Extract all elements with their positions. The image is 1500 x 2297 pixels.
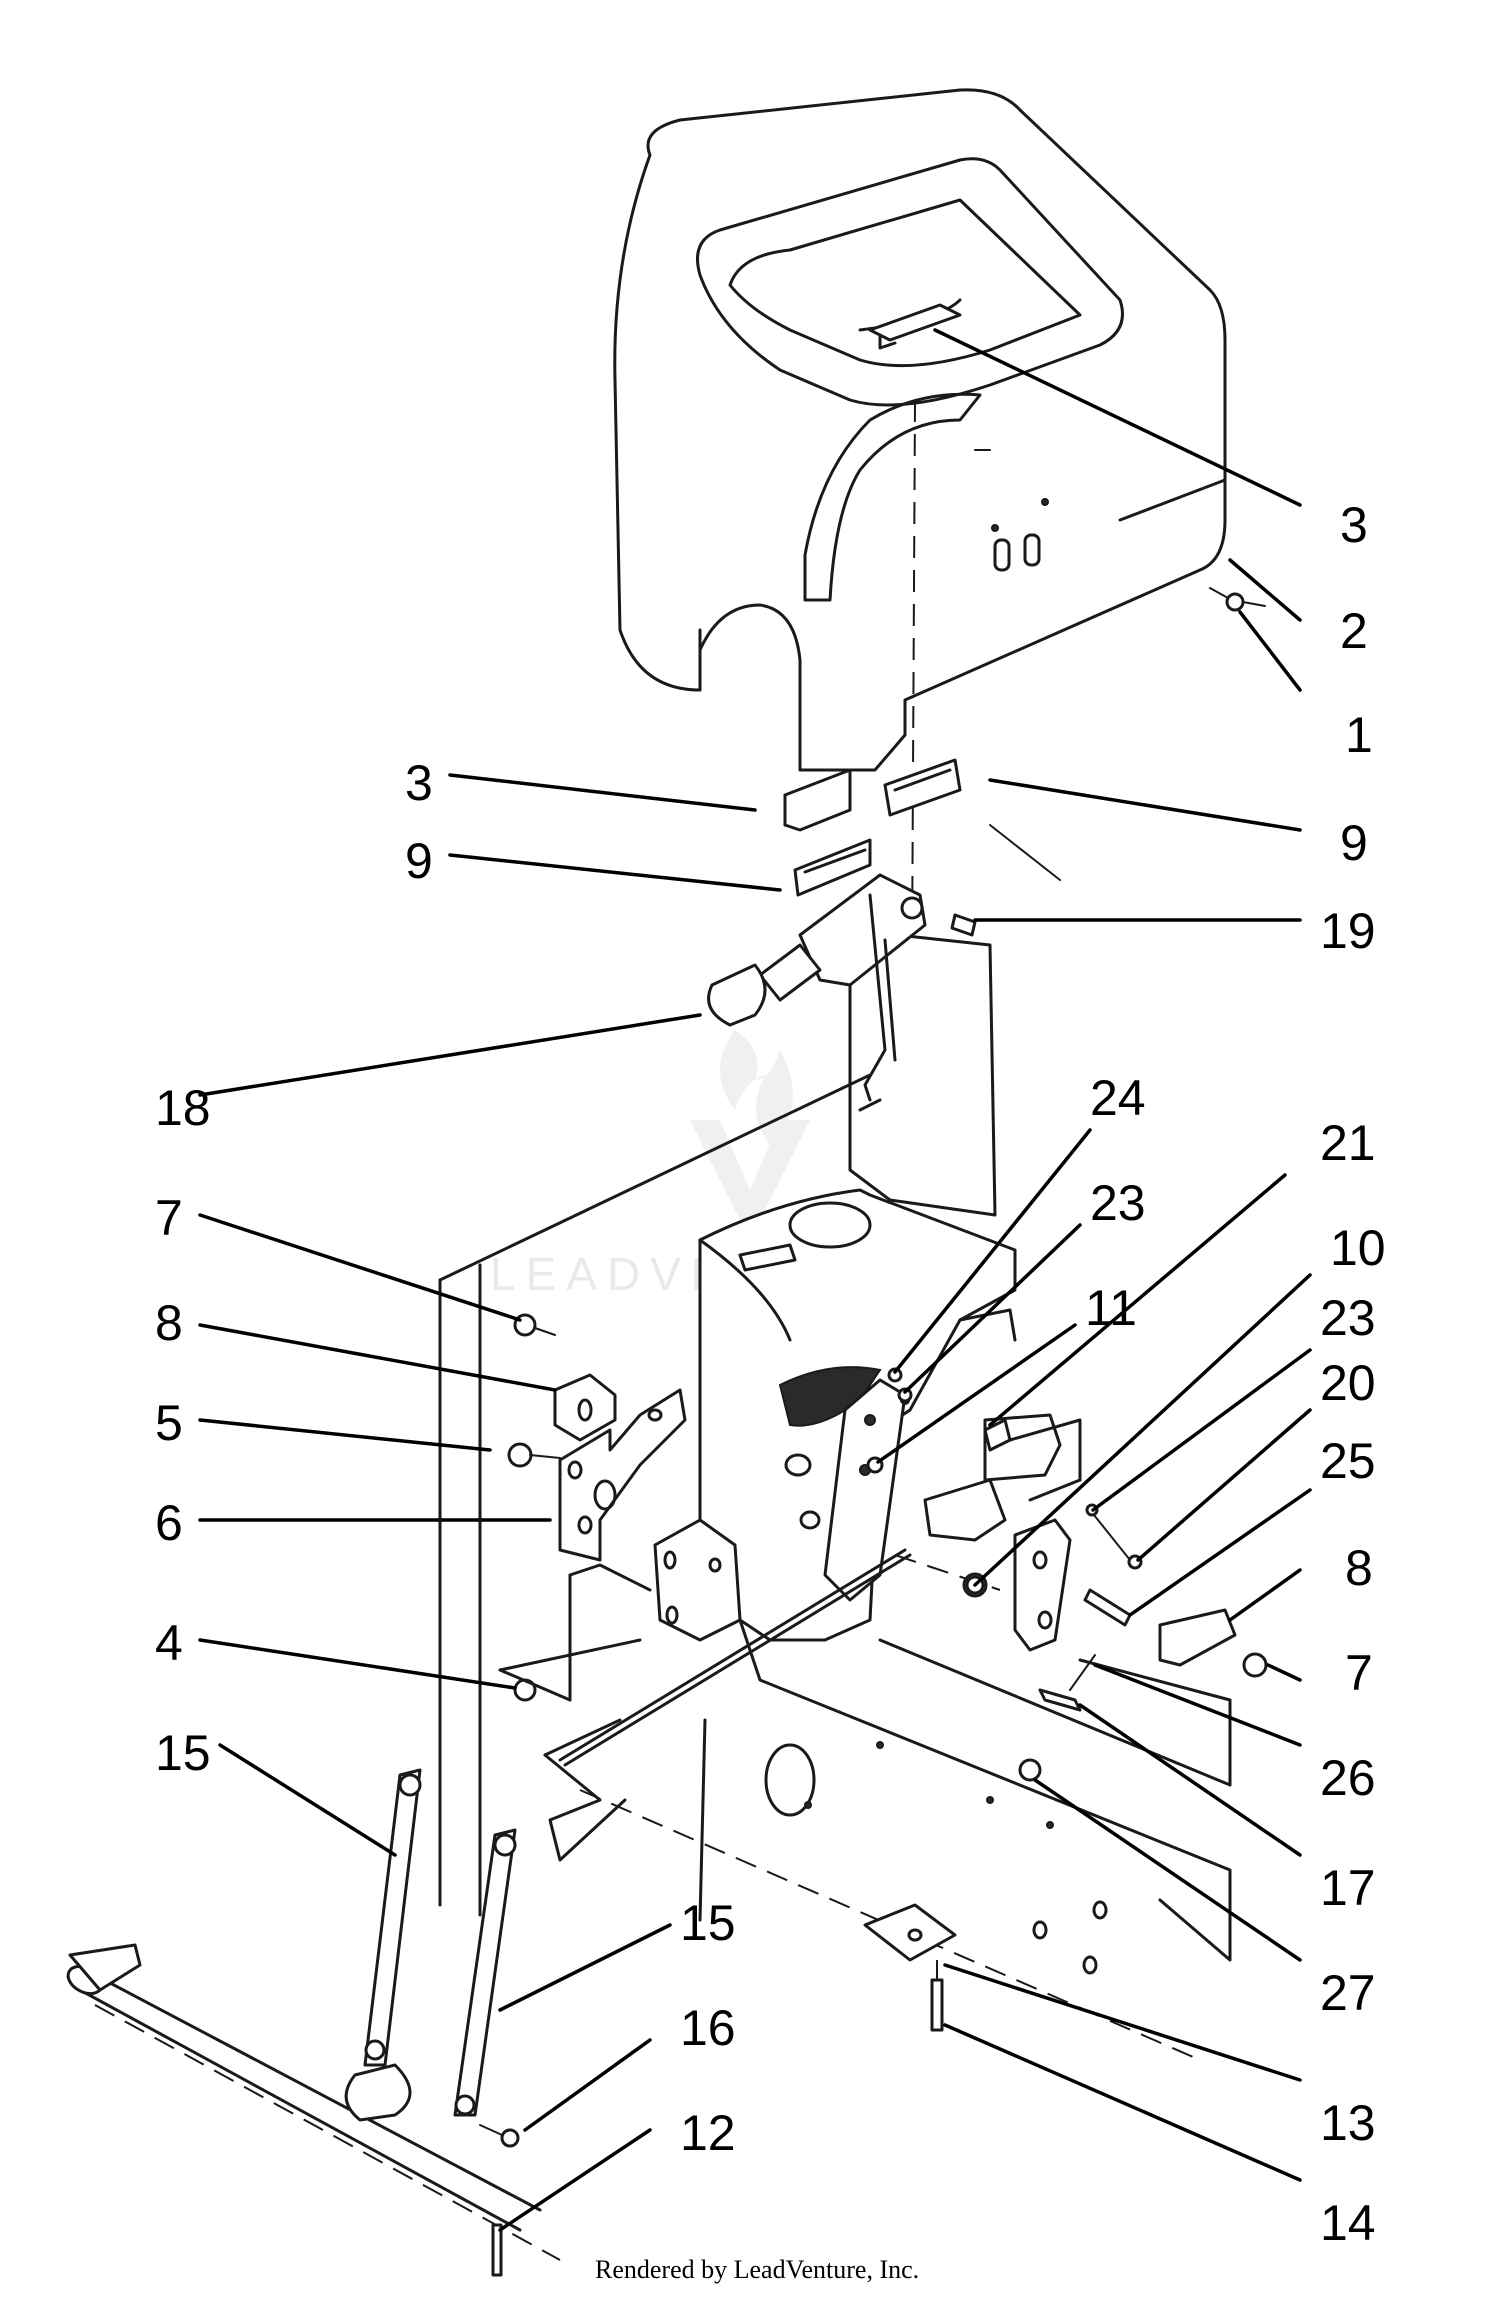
part-15-right-link bbox=[453, 1828, 517, 2117]
credit-line: Rendered by LeadVenture, Inc. bbox=[595, 2255, 919, 2284]
rod-centerline bbox=[894, 1554, 1001, 1591]
callout-16[interactable]: 16 bbox=[680, 2000, 736, 2056]
callout-18[interactable]: 18 bbox=[155, 1080, 211, 1136]
callout-4[interactable]: 4 bbox=[155, 1615, 183, 1671]
part-7-right-bolt bbox=[1242, 1652, 1268, 1678]
callout-3-top[interactable]: 3 bbox=[1340, 497, 1368, 553]
callout-20[interactable]: 20 bbox=[1320, 1355, 1376, 1411]
callout-25[interactable]: 25 bbox=[1320, 1433, 1376, 1489]
part-3-upper-bracket bbox=[868, 303, 962, 350]
part-17-pin bbox=[1038, 1688, 1082, 1712]
part-14-bolt bbox=[930, 1960, 944, 2032]
callout-12[interactable]: 12 bbox=[680, 2105, 736, 2161]
callout-7-right[interactable]: 7 bbox=[1345, 1645, 1373, 1701]
callout-24[interactable]: 24 bbox=[1090, 1070, 1146, 1126]
part-12-pin bbox=[491, 2223, 503, 2277]
callout-13[interactable]: 13 bbox=[1320, 2095, 1376, 2151]
part-5-bolt bbox=[507, 1442, 561, 1468]
assembly-centerline bbox=[909, 399, 916, 1331]
part-7-left-bolt bbox=[513, 1313, 556, 1337]
callout-23-b[interactable]: 23 bbox=[1320, 1290, 1376, 1346]
callout-9-right[interactable]: 9 bbox=[1340, 815, 1368, 871]
callout-21[interactable]: 21 bbox=[1320, 1115, 1376, 1171]
part-6-mount-bracket bbox=[558, 1388, 687, 1562]
cross-shaft bbox=[66, 1943, 561, 2261]
callout-6[interactable]: 6 bbox=[155, 1495, 183, 1551]
callout-8-left[interactable]: 8 bbox=[155, 1295, 183, 1351]
linkage-rod-edge bbox=[563, 1553, 912, 1767]
callout-14[interactable]: 14 bbox=[1320, 2195, 1376, 2251]
callout-27[interactable]: 27 bbox=[1320, 1965, 1376, 2021]
part-13-plate bbox=[863, 1903, 957, 1962]
center-housing bbox=[698, 1188, 1017, 1642]
callout-5[interactable]: 5 bbox=[155, 1395, 183, 1451]
part-25-bolt bbox=[1083, 1588, 1132, 1627]
fastener-axis bbox=[989, 824, 1061, 881]
callout-8-right[interactable]: 8 bbox=[1345, 1540, 1373, 1596]
callout-labels: 3 2 1 3 9 9 19 18 24 21 7 23 10 8 11 23 … bbox=[155, 497, 1386, 2251]
part-23-upper-washer bbox=[897, 1387, 913, 1403]
callout-3-left[interactable]: 3 bbox=[405, 755, 433, 811]
callout-19[interactable]: 19 bbox=[1320, 903, 1376, 959]
part-8-left-clip bbox=[553, 1373, 617, 1442]
part-24-pin bbox=[887, 1367, 903, 1383]
part-18-control-lever bbox=[707, 873, 977, 1102]
callout-7-left[interactable]: 7 bbox=[155, 1190, 183, 1246]
callout-15-left[interactable]: 15 bbox=[155, 1725, 211, 1781]
part-3-lower-bracket bbox=[783, 768, 852, 832]
part-1-screw bbox=[1209, 587, 1266, 612]
callout-17[interactable]: 17 bbox=[1320, 1860, 1376, 1916]
callout-1[interactable]: 1 bbox=[1345, 707, 1373, 763]
part-15-left-link bbox=[363, 1768, 422, 2067]
callout-11[interactable]: 11 bbox=[1085, 1280, 1137, 1336]
base-frame bbox=[738, 1618, 1232, 1975]
callout-26[interactable]: 26 bbox=[1320, 1750, 1376, 1806]
mounting-panel bbox=[438, 1073, 882, 1922]
callout-10[interactable]: 10 bbox=[1330, 1220, 1386, 1276]
part-26-pin bbox=[1069, 1654, 1096, 1691]
callout-23-a[interactable]: 23 bbox=[1090, 1175, 1146, 1231]
callout-15-right[interactable]: 15 bbox=[680, 1895, 736, 1951]
part-21-lever bbox=[983, 1418, 1012, 1452]
leader-lines bbox=[198, 328, 1312, 2232]
callout-9-left[interactable]: 9 bbox=[405, 833, 433, 889]
console-cover bbox=[613, 88, 1227, 772]
part-20-bolt bbox=[1089, 1509, 1143, 1570]
control-panel-plate bbox=[848, 928, 997, 1217]
part-27-nut bbox=[1018, 1758, 1042, 1782]
part-5-pivot-bracket bbox=[653, 1518, 742, 1642]
part-8-right-clip bbox=[1158, 1608, 1237, 1667]
part-16-bolt bbox=[479, 2124, 520, 2148]
linkage-rod bbox=[558, 1548, 907, 1762]
part-9-left-bushing bbox=[793, 838, 872, 897]
callout-2[interactable]: 2 bbox=[1340, 603, 1368, 659]
part-9-right-bushing bbox=[883, 758, 962, 817]
base-plate-left bbox=[498, 1563, 652, 1862]
